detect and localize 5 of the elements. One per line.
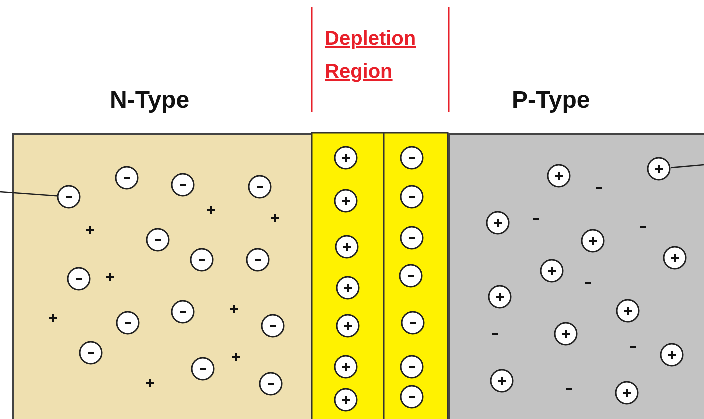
region-label: P-Type [512,87,590,115]
leader-line [670,164,704,169]
leader-line [0,191,58,197]
region-title: Depletion Region [325,27,418,85]
region-label: N-Type [110,87,190,115]
